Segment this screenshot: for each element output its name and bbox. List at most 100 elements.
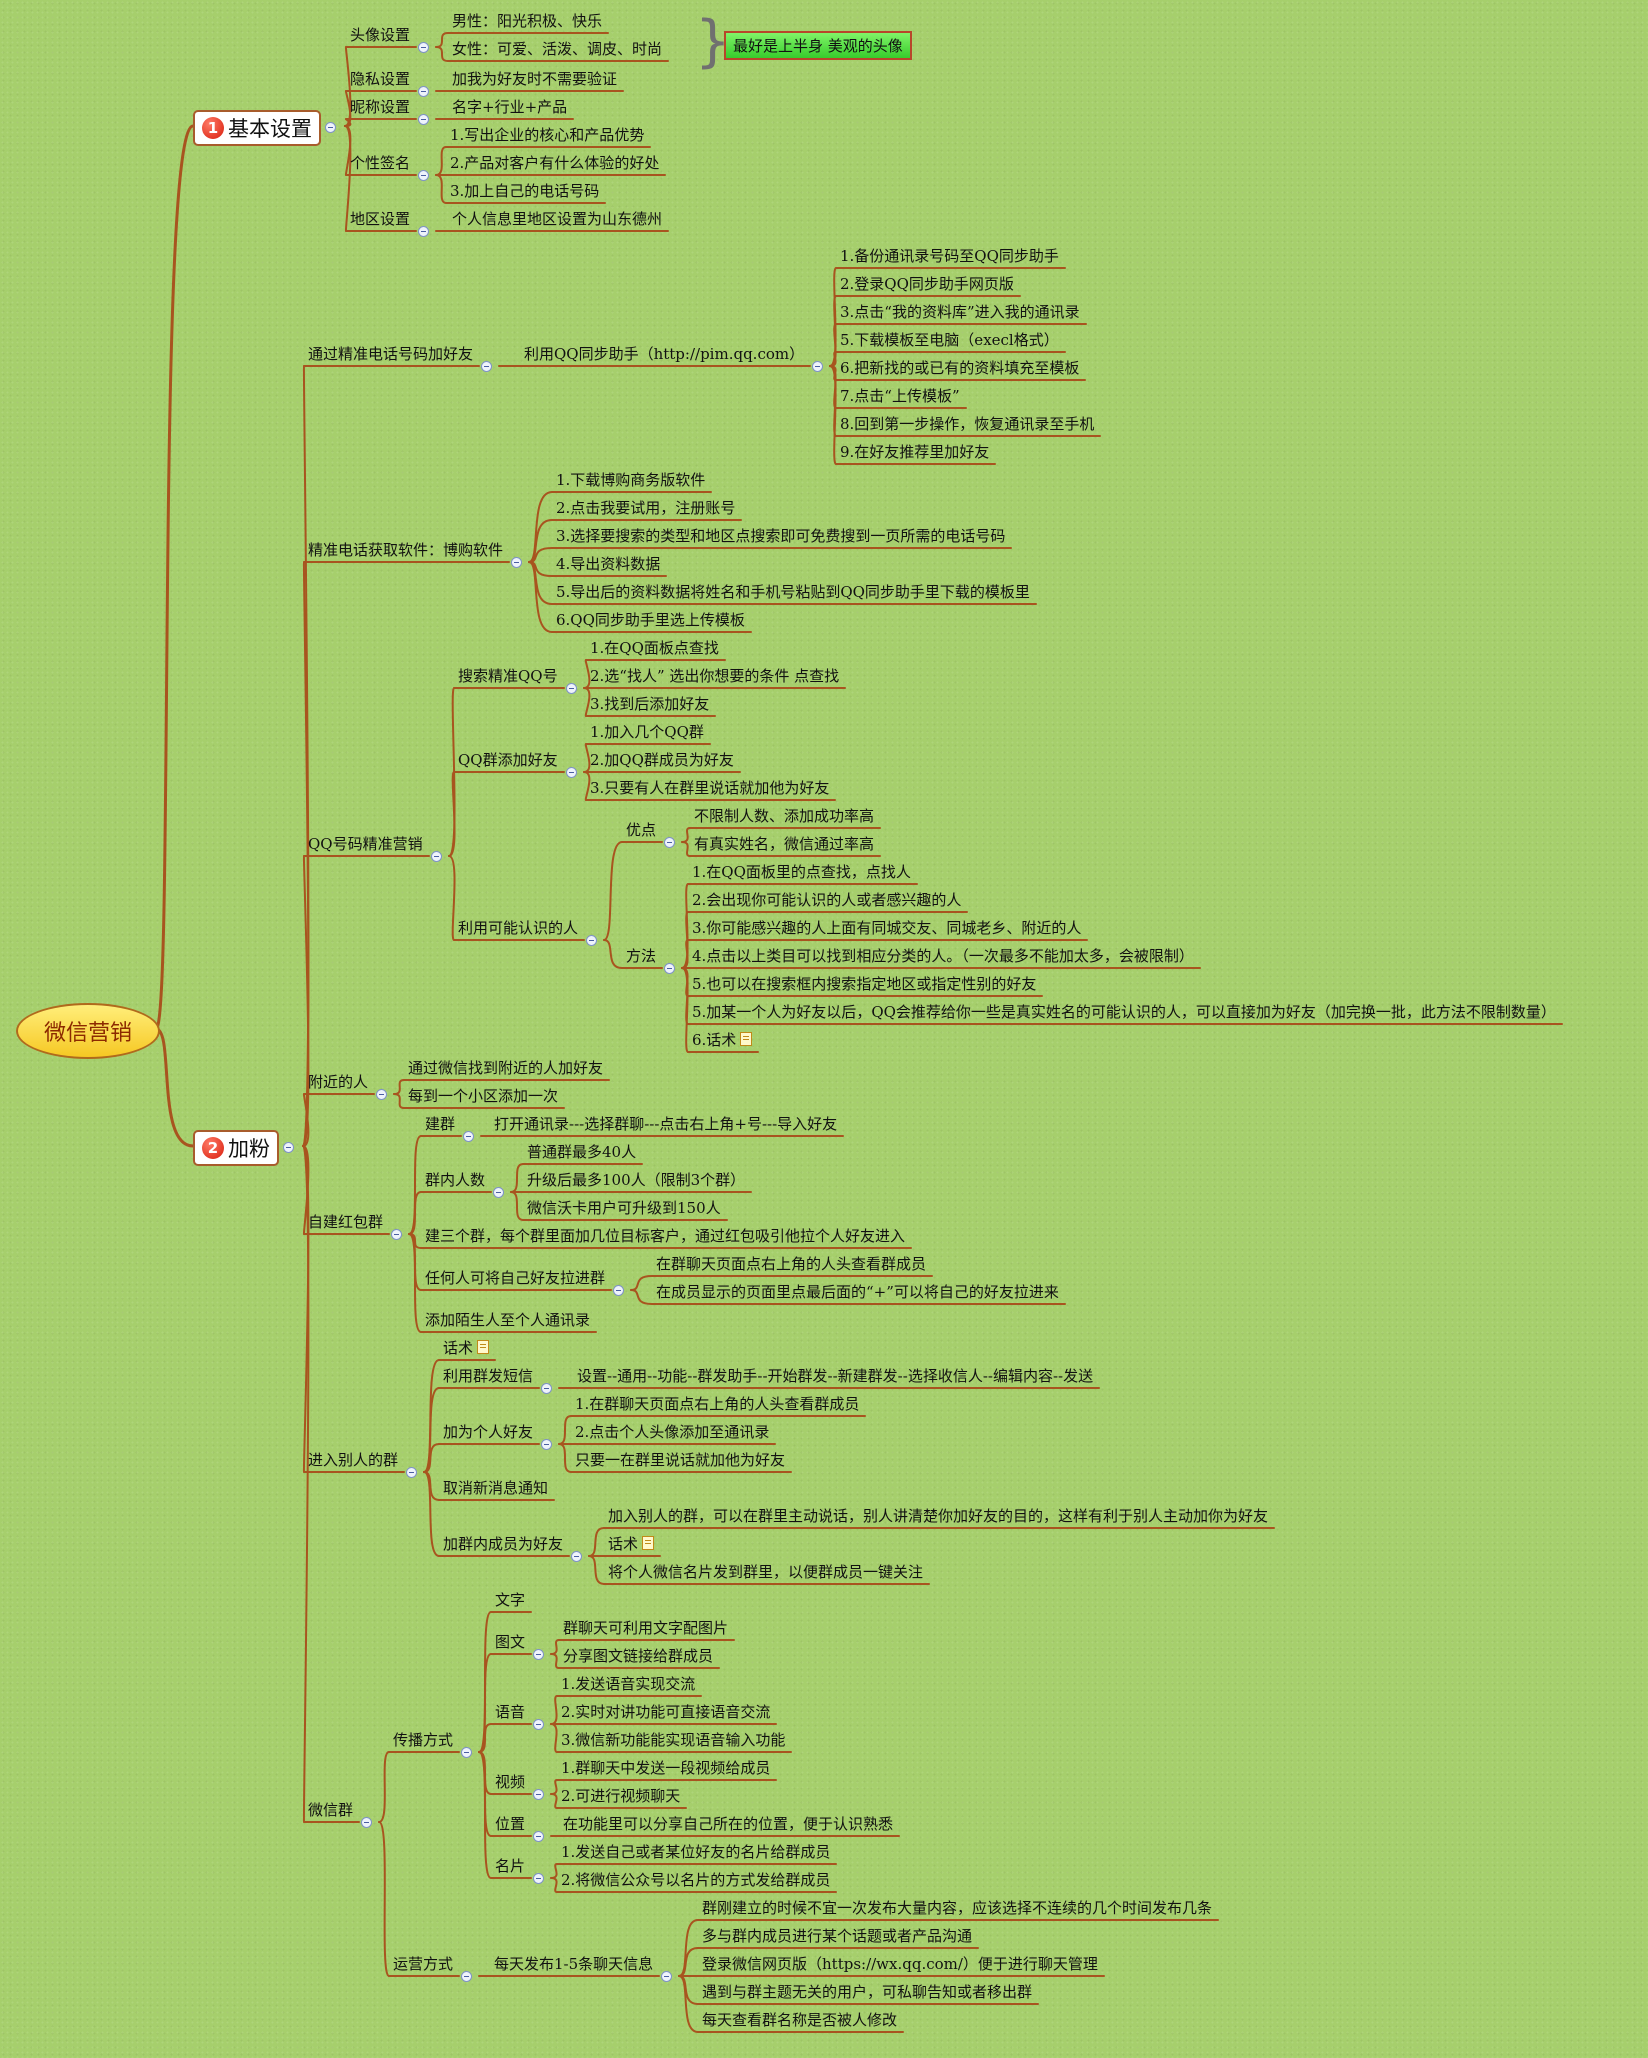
node-b1-4[interactable]: 自建红包群	[308, 1212, 383, 1232]
node-b1-5-4-1[interactable]: 话术	[608, 1534, 655, 1554]
node-b1-2-2-0[interactable]: 优点	[626, 820, 656, 840]
node-b1-6-0[interactable]: 传播方式	[393, 1730, 453, 1750]
node-b1-4-1[interactable]: 群内人数	[425, 1170, 485, 1190]
node-b1-6-0-2-2[interactable]: 3.微信新功能能实现语音输入功能	[561, 1730, 785, 1750]
node-b1-6-0-3[interactable]: 视频	[495, 1772, 525, 1792]
node-b0-2[interactable]: 昵称设置	[350, 97, 410, 117]
node-b1-2[interactable]: QQ号码精准营销	[308, 834, 423, 854]
callout-box[interactable]: 最好是上半身 美观的头像	[724, 31, 912, 60]
note-icon[interactable]	[477, 1340, 490, 1354]
collapse-toggle-icon[interactable]	[406, 1467, 417, 1478]
node-b1-2-2-1-1[interactable]: 2.会出现你可能认识的人或者感兴趣的人	[692, 890, 961, 910]
collapse-toggle-icon[interactable]	[325, 122, 336, 133]
node-b1-6-0-5[interactable]: 名片	[495, 1856, 525, 1876]
node-b1-4-3[interactable]: 任何人可将自己好友拉进群	[425, 1268, 605, 1288]
node-b1-6-0-4-0[interactable]: 在功能里可以分享自己所在的位置，便于认识熟悉	[563, 1814, 893, 1834]
node-b1-6-1-0-1[interactable]: 多与群内成员进行某个话题或者产品沟通	[702, 1926, 972, 1946]
node-b1-6-0-2-0[interactable]: 1.发送语音实现交流	[561, 1674, 695, 1694]
node-b1-3-0[interactable]: 通过微信找到附近的人加好友	[408, 1058, 603, 1078]
node-b0-1[interactable]: 隐私设置	[350, 69, 410, 89]
node-b0-3-0[interactable]: 1.写出企业的核心和产品优势	[450, 125, 644, 145]
collapse-toggle-icon[interactable]	[461, 1747, 472, 1758]
node-b0-0-1[interactable]: 女性：可爱、活泼、调皮、时尚	[452, 39, 662, 59]
node-b1-6-0-2-1[interactable]: 2.实时对讲功能可直接语音交流	[561, 1702, 770, 1722]
node-b1-5-2[interactable]: 加为个人好友	[443, 1422, 533, 1442]
node-b1-2-2-0-1[interactable]: 有真实姓名，微信通过率高	[694, 834, 874, 854]
node-b1-6-1-0-0[interactable]: 群刚建立的时候不宜一次发布大量内容，应该选择不连续的几个时间发布几条	[702, 1898, 1212, 1918]
collapse-toggle-icon[interactable]	[541, 1439, 552, 1450]
node-b1-5-1-0[interactable]: 设置--通用--功能--群发助手--开始群发--新建群发--选择收信人--编辑内…	[577, 1366, 1093, 1386]
node-b0-3-2[interactable]: 3.加上自己的电话号码	[450, 181, 599, 201]
collapse-toggle-icon[interactable]	[283, 1142, 294, 1153]
node-b1-6-1-0[interactable]: 每天发布1-5条聊天信息	[494, 1954, 653, 1974]
node-b1-2-2-1-0[interactable]: 1.在QQ面板里的点查找，点找人	[692, 862, 911, 882]
collapse-toggle-icon[interactable]	[566, 683, 577, 694]
node-b1-0-0-2[interactable]: 3.点击“我的资料库”进入我的通讯录	[840, 302, 1080, 322]
collapse-toggle-icon[interactable]	[418, 42, 429, 53]
node-b1-5-0[interactable]: 话术	[443, 1338, 490, 1358]
node-b1-4-1-0[interactable]: 普通群最多40人	[527, 1142, 636, 1162]
node-b1-2-2-1-4[interactable]: 5.也可以在搜索框内搜索指定地区或指定性别的好友	[692, 974, 1036, 994]
node-b1-5-1[interactable]: 利用群发短信	[443, 1366, 533, 1386]
node-b1-2-2-1-2[interactable]: 3.你可能感兴趣的人上面有同城交友、同城老乡、附近的人	[692, 918, 1081, 938]
node-b0-2-0[interactable]: 名字+行业+产品	[452, 97, 567, 117]
collapse-toggle-icon[interactable]	[566, 767, 577, 778]
node-b0-0-0[interactable]: 男性：阳光积极、快乐	[452, 11, 602, 31]
node-b1-6-0-1[interactable]: 图文	[495, 1632, 525, 1652]
node-b1-5-4[interactable]: 加群内成员为好友	[443, 1534, 563, 1554]
node-b1-2-2-0-0[interactable]: 不限制人数、添加成功率高	[694, 806, 874, 826]
node-b1-1-1[interactable]: 2.点击我要试用，注册账号	[556, 498, 735, 518]
collapse-toggle-icon[interactable]	[418, 114, 429, 125]
node-b1-4-1-1[interactable]: 升级后最多100人（限制3个群）	[527, 1170, 745, 1190]
node-b1-3[interactable]: 附近的人	[308, 1072, 368, 1092]
collapse-toggle-icon[interactable]	[586, 935, 597, 946]
note-icon[interactable]	[740, 1032, 753, 1046]
node-b1-1-4[interactable]: 5.导出后的资料数据将姓名和手机号粘贴到QQ同步助手里下载的模板里	[556, 582, 1030, 602]
node-b0-1-0[interactable]: 加我为好友时不需要验证	[452, 69, 617, 89]
node-b1-2-2-1-6[interactable]: 6.话术	[692, 1030, 753, 1050]
collapse-toggle-icon[interactable]	[533, 1789, 544, 1800]
collapse-toggle-icon[interactable]	[511, 557, 522, 568]
node-b1-2-2-1-5[interactable]: 5.加某一个人为好友以后，QQ会推荐给你一些是真实姓名的可能认识的人，可以直接加…	[692, 1002, 1556, 1022]
collapse-toggle-icon[interactable]	[664, 837, 675, 848]
node-b0-4[interactable]: 地区设置	[350, 209, 410, 229]
node-b1-6-0-3-0[interactable]: 1.群聊天中发送一段视频给成员	[561, 1758, 770, 1778]
node-b1-0-0-0[interactable]: 1.备份通讯录号码至QQ同步助手	[840, 246, 1059, 266]
node-b1-5-4-2[interactable]: 将个人微信名片发到群里，以便群成员一键关注	[608, 1562, 923, 1582]
node-b1-2-1-1[interactable]: 2.加QQ群成员为好友	[590, 750, 734, 770]
node-b1-2-0-2[interactable]: 3.找到后添加好友	[590, 694, 709, 714]
collapse-toggle-icon[interactable]	[533, 1719, 544, 1730]
collapse-toggle-icon[interactable]	[361, 1817, 372, 1828]
node-b1-6-0-0[interactable]: 文字	[495, 1590, 525, 1610]
collapse-toggle-icon[interactable]	[571, 1551, 582, 1562]
collapse-toggle-icon[interactable]	[533, 1873, 544, 1884]
node-b1-4-1-2[interactable]: 微信沃卡用户可升级到150人	[527, 1198, 721, 1218]
node-b1-2-2[interactable]: 利用可能认识的人	[458, 918, 578, 938]
node-b1-1-5[interactable]: 6.QQ同步助手里选上传模板	[556, 610, 745, 630]
node-b1-4-0-0[interactable]: 打开通讯录---选择群聊---点击右上角+号---导入好友	[494, 1114, 837, 1134]
collapse-toggle-icon[interactable]	[664, 963, 675, 974]
node-b1-6-0-1-0[interactable]: 群聊天可利用文字配图片	[563, 1618, 728, 1638]
collapse-toggle-icon[interactable]	[533, 1831, 544, 1842]
node-b1-2-0[interactable]: 搜索精准QQ号	[458, 666, 558, 686]
node-b1-1-2[interactable]: 3.选择要搜索的类型和地区点搜索即可免费搜到一页所需的电话号码	[556, 526, 1005, 546]
node-b1-2-1-2[interactable]: 3.只要有人在群里说话就加他为好友	[590, 778, 829, 798]
note-icon[interactable]	[642, 1536, 655, 1550]
collapse-toggle-icon[interactable]	[533, 1649, 544, 1660]
node-b1-5-2-0[interactable]: 1.在群聊天页面点右上角的人头查看群成员	[575, 1394, 859, 1414]
node-b1-2-0-0[interactable]: 1.在QQ面板点查找	[590, 638, 719, 658]
collapse-toggle-icon[interactable]	[376, 1089, 387, 1100]
node-b1-5-2-2[interactable]: 只要一在群里说话就加他为好友	[575, 1450, 785, 1470]
collapse-toggle-icon[interactable]	[481, 361, 492, 372]
node-b1-6[interactable]: 微信群	[308, 1800, 353, 1820]
node-b1-0-0-1[interactable]: 2.登录QQ同步助手网页版	[840, 274, 1014, 294]
root-node[interactable]: 微信营销	[16, 1003, 160, 1059]
node-b1-6-0-3-1[interactable]: 2.可进行视频聊天	[561, 1786, 680, 1806]
node-b1-4-2[interactable]: 建三个群，每个群里面加几位目标客户，通过红包吸引他拉个人好友进入	[425, 1226, 905, 1246]
node-b0-3-1[interactable]: 2.产品对客户有什么体验的好处	[450, 153, 659, 173]
node-b1-4-3-0[interactable]: 在群聊天页面点右上角的人头查看群成员	[656, 1254, 926, 1274]
node-b1-2-1-0[interactable]: 1.加入几个QQ群	[590, 722, 704, 742]
node-b0-4-0[interactable]: 个人信息里地区设置为山东德州	[452, 209, 662, 229]
node-b1-0-0-5[interactable]: 7.点击“上传模板”	[840, 386, 960, 406]
node-b1-6-0-4[interactable]: 位置	[495, 1814, 525, 1834]
